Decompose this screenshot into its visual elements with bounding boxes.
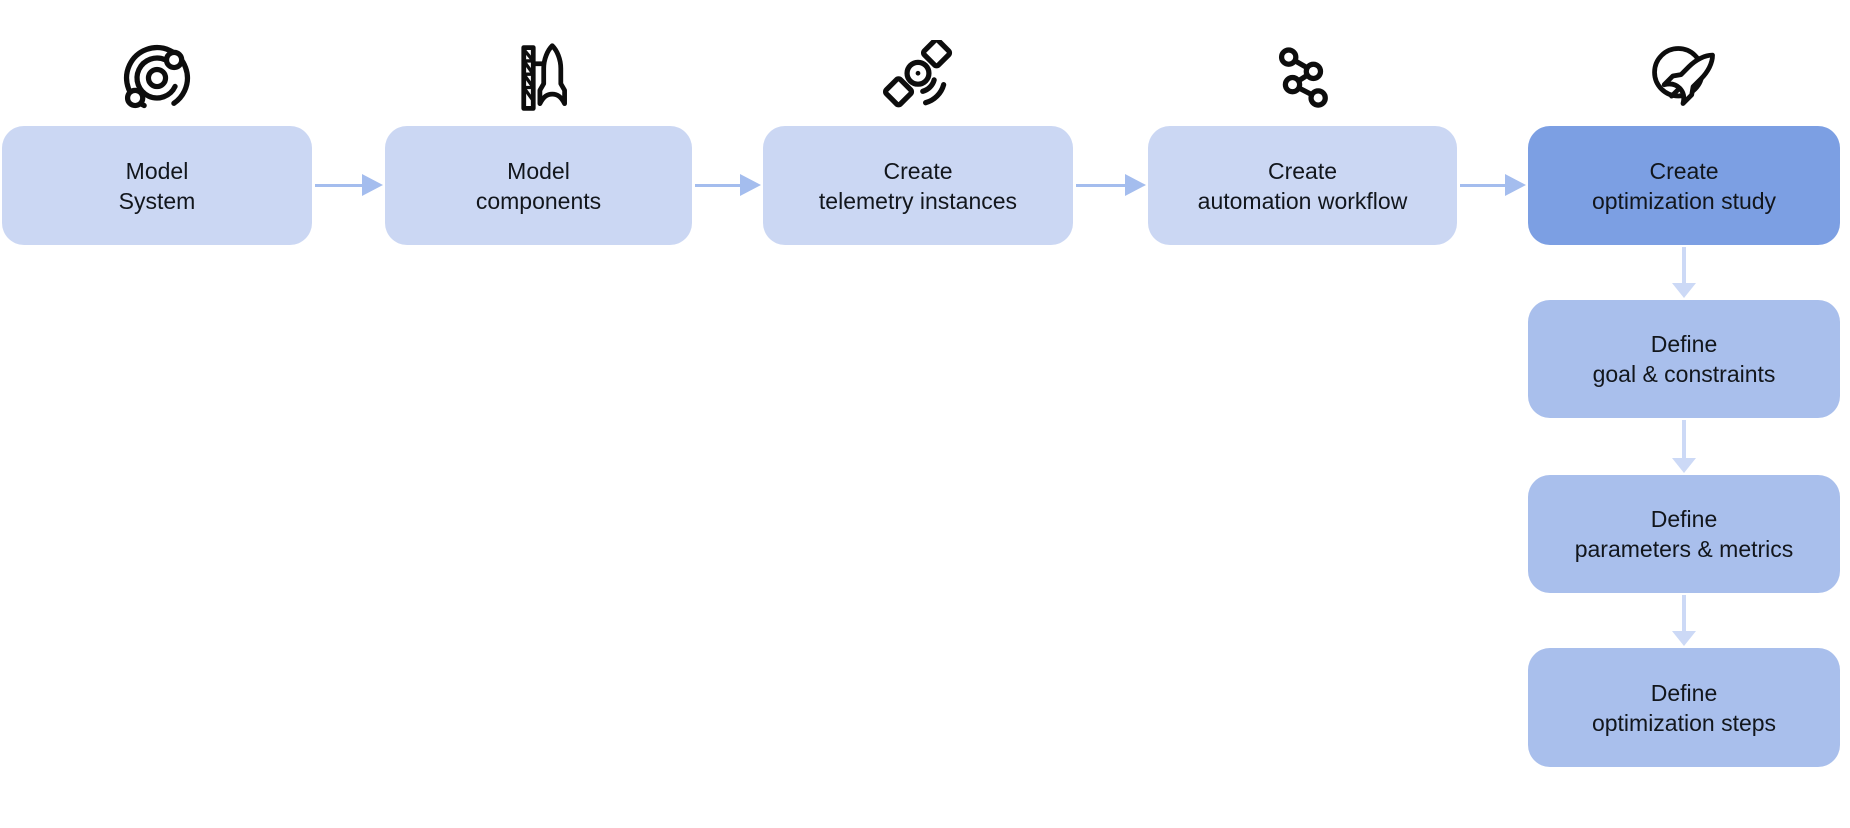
node-label-line2: components (475, 187, 602, 214)
arrow-telemetry-to-automation (1076, 174, 1146, 196)
arrowhead-icon (1672, 283, 1696, 298)
rocket-launchpad-icon (500, 40, 576, 116)
node-define-parameters-metrics[interactable]: Define parameters & metrics (1528, 475, 1840, 593)
node-label-line2: optimization steps (1591, 709, 1777, 736)
node-define-optimization-steps[interactable]: Define optimization steps (1528, 648, 1840, 767)
node-model-components[interactable]: Model components (385, 126, 692, 245)
node-label-line2: goal & constraints (1592, 361, 1776, 387)
node-label-line2: parameters & metrics (1574, 536, 1794, 562)
arrow-goal-to-parameters (1671, 420, 1697, 473)
arrow-automation-to-optimization (1460, 174, 1526, 196)
node-label-line1: Define (1650, 506, 1718, 532)
arrow-model-system-to-components (315, 174, 383, 196)
arrowhead-icon (1505, 174, 1526, 196)
arrowhead-icon (1125, 174, 1146, 196)
arrowhead-icon (1672, 458, 1696, 473)
node-label-line1: Create (1267, 157, 1338, 184)
rocket-planet-icon (1646, 40, 1722, 116)
arrowhead-icon (740, 174, 761, 196)
node-label-line1: Model (507, 157, 570, 184)
arrowhead-icon (1672, 631, 1696, 646)
node-label-line1: Model (125, 157, 189, 184)
workflow-nodes-icon (1264, 40, 1340, 116)
arrow-study-to-goal (1671, 247, 1697, 298)
arrow-parameters-to-steps (1671, 595, 1697, 646)
node-label-line1: Define (1650, 331, 1718, 357)
node-label-line2: System (118, 187, 196, 214)
node-create-optimization-study[interactable]: Create optimization study (1528, 126, 1840, 245)
node-label-line2: telemetry instances (818, 187, 1018, 214)
node-label-line1: Define (1650, 679, 1718, 706)
arrow-components-to-telemetry (695, 174, 761, 196)
node-label-line2: optimization study (1591, 187, 1777, 214)
node-define-goal-constraints[interactable]: Define goal & constraints (1528, 300, 1840, 418)
node-create-automation-workflow[interactable]: Create automation workflow (1148, 126, 1457, 245)
node-create-telemetry-instances[interactable]: Create telemetry instances (763, 126, 1073, 245)
node-label-line1: Create (883, 157, 953, 184)
orbit-icon (119, 40, 195, 116)
satellite-icon (880, 37, 956, 116)
node-label-line1: Create (1649, 157, 1719, 184)
arrowhead-icon (362, 174, 383, 196)
node-label-line2: automation workflow (1197, 187, 1408, 214)
node-model-system[interactable]: Model System (2, 126, 312, 245)
